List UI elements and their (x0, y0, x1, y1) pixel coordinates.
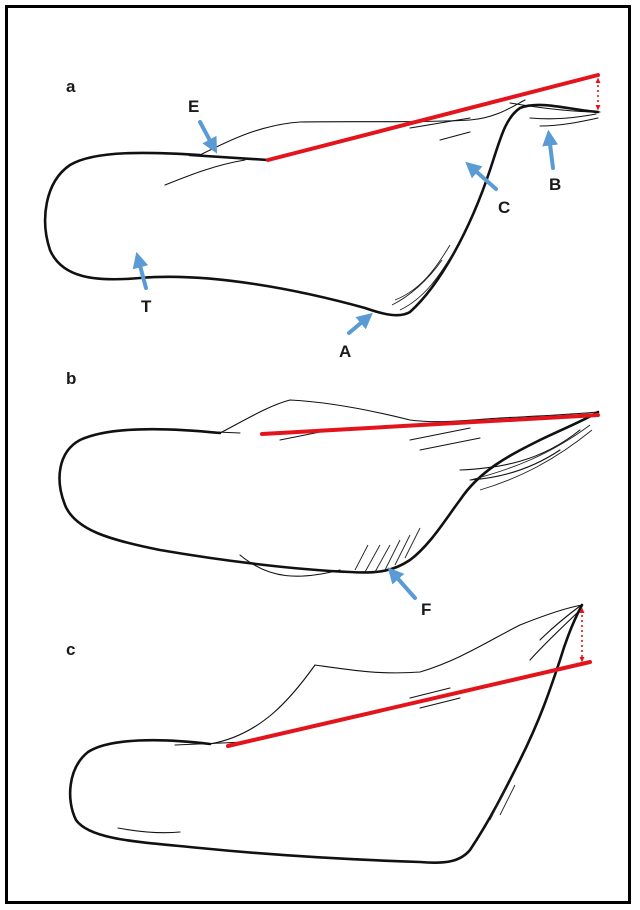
panel-c-outline (68, 603, 584, 864)
arrow-T (132, 251, 149, 290)
label-F: F (421, 600, 431, 619)
panel-b-top-contour (219, 399, 599, 434)
panel-a-reference-line (266, 73, 600, 162)
panel-c-top-contour (209, 604, 583, 745)
panel-a-outline (43, 103, 600, 317)
label-C: C (498, 198, 510, 217)
panel-c: c (66, 603, 592, 864)
panel-a-letter: a (66, 77, 76, 96)
panel-b-letter: b (66, 369, 76, 388)
arrow-F (387, 567, 417, 600)
arrow-A (347, 312, 373, 335)
label-A: A (339, 342, 351, 361)
panel-a: a E B C T A (43, 73, 601, 361)
label-T: T (141, 297, 152, 316)
panel-b: b F (58, 369, 600, 619)
arrow-C (465, 161, 498, 191)
arrow-B (542, 129, 559, 170)
panel-c-letter: c (66, 640, 75, 659)
label-E: E (188, 97, 199, 116)
panel-c-reference-line (226, 660, 592, 748)
panel-b-reference-line (260, 413, 600, 436)
label-B: B (549, 175, 561, 194)
arrow-E (198, 120, 218, 154)
panel-b-outline (58, 410, 600, 574)
panel-a-top-contour (199, 99, 526, 156)
